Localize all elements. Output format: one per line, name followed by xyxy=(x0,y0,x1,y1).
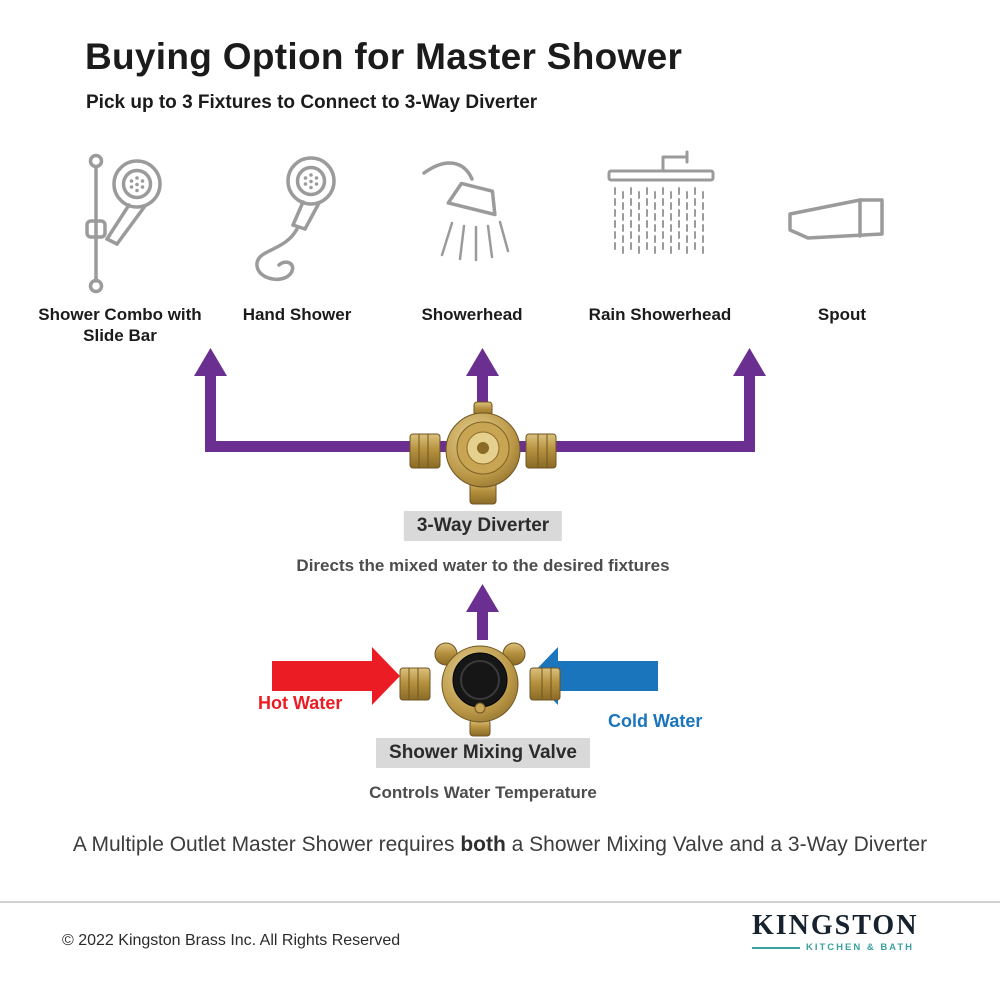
page-title: Buying Option for Master Shower xyxy=(85,36,683,77)
requirement-note: A Multiple Outlet Master Shower requires… xyxy=(0,833,1000,857)
note-suffix: a Shower Mixing Valve and a 3-Way Divert… xyxy=(505,833,928,856)
fixture-label: Showerhead xyxy=(421,305,523,324)
brand-tagline-row: KITCHEN & BATH xyxy=(752,942,914,953)
diverter-caption: Directs the mixed water to the desired f… xyxy=(296,556,670,575)
shower-combo-slide-bar-icon xyxy=(30,146,210,298)
hot-water-label: Hot Water xyxy=(258,693,343,713)
brand-name: KINGSTON xyxy=(752,910,919,941)
fixture-label: Shower Combo with Slide Bar xyxy=(38,305,202,346)
mixing-valve-caption: Controls Water Temperature xyxy=(369,783,597,802)
fixture-hand-shower: Hand Shower xyxy=(207,146,387,325)
note-bold: both xyxy=(460,833,506,856)
footer-divider xyxy=(0,901,1000,903)
fixture-label: Spout xyxy=(817,305,867,324)
fixture-showerhead: Showerhead xyxy=(382,146,562,325)
page-subtitle: Pick up to 3 Fixtures to Connect to 3-Wa… xyxy=(86,92,538,113)
showerhead-icon xyxy=(382,146,562,298)
shower-mixing-valve-image xyxy=(398,628,562,745)
diverter-label: 3-Way Diverter xyxy=(403,511,563,541)
copyright-text: © 2022 Kingston Brass Inc. All Rights Re… xyxy=(62,932,401,949)
spout-icon xyxy=(752,146,932,298)
rain-showerhead-icon xyxy=(562,146,758,298)
brand-teal-line xyxy=(752,946,800,949)
mixing-valve-label: Shower Mixing Valve xyxy=(376,738,590,768)
cold-water-label: Cold Water xyxy=(608,711,703,731)
fixture-shower-combo: Shower Combo with Slide Bar xyxy=(30,146,210,347)
hand-shower-icon xyxy=(207,146,387,298)
fixture-label: Hand Shower xyxy=(242,305,352,324)
three-way-diverter-image xyxy=(408,396,558,513)
fixture-label: Rain Showerhead xyxy=(588,305,732,324)
fixture-spout: Spout xyxy=(752,146,932,325)
fixture-rain-showerhead: Rain Showerhead xyxy=(562,146,758,325)
brand-tagline: KITCHEN & BATH xyxy=(805,942,914,954)
note-prefix: A Multiple Outlet Master Shower requires xyxy=(72,833,461,856)
kingston-brand-logo: KINGSTON KITCHEN & BATH xyxy=(752,910,919,953)
